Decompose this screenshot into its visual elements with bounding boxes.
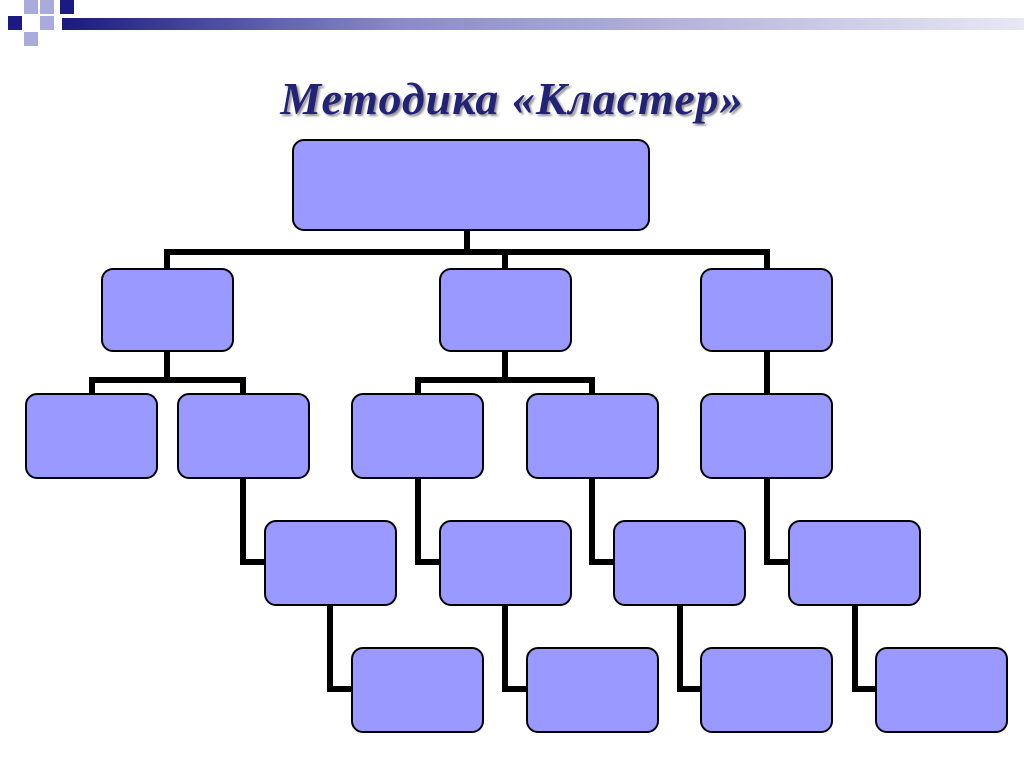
cluster-node-l2-5: [700, 393, 833, 479]
deco-square-6: [40, 16, 54, 30]
connector-elbow-g: [677, 601, 705, 692]
cluster-node-l1-middle: [439, 268, 572, 352]
deco-square-5: [24, 16, 38, 30]
cluster-node-l3-2: [439, 520, 572, 606]
cluster-node-l2-3: [351, 393, 484, 479]
cluster-node-l4-4: [875, 647, 1008, 733]
cluster-node-l4-3: [700, 647, 833, 733]
connector-elbow-c: [589, 474, 617, 565]
deco-square-9: [60, 0, 74, 14]
cluster-node-l4-2: [526, 647, 659, 733]
slide-header-decoration: [8, 0, 1024, 46]
deco-square-4: [8, 16, 22, 30]
cluster-node-l2-2: [177, 393, 310, 479]
deco-square-3: [40, 0, 54, 14]
header-gradient-bar: [62, 18, 1024, 30]
cluster-node-l3-4: [788, 520, 921, 606]
deco-square-1: [8, 0, 22, 14]
cluster-node-l3-1: [264, 520, 397, 606]
connector-elbow-d: [764, 474, 792, 565]
cluster-root-node: [292, 139, 650, 231]
deco-square-2: [24, 0, 38, 14]
connector-elbow-h: [852, 601, 879, 692]
page-title: Методика «Кластер»: [280, 73, 744, 124]
cluster-node-l3-3: [613, 520, 746, 606]
cluster-node-l2-4: [526, 393, 659, 479]
cluster-node-l4-1: [351, 647, 484, 733]
connector-elbow-b: [415, 474, 443, 565]
deco-square-8: [40, 32, 54, 46]
connector-elbow-a: [240, 474, 268, 565]
deco-square-7: [24, 32, 38, 46]
cluster-node-l2-1: [25, 393, 158, 479]
cluster-node-l1-right: [700, 268, 833, 352]
connector-elbow-e: [327, 601, 355, 692]
connector-elbow-f: [502, 601, 530, 692]
cluster-node-l1-left: [101, 268, 234, 352]
